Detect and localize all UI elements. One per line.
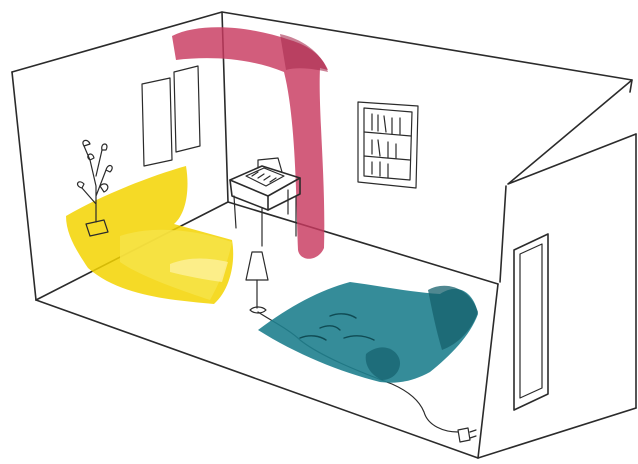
- curtain-rail-drape: [172, 27, 328, 258]
- floor-lamp: [246, 252, 268, 313]
- typewriter: [246, 158, 284, 186]
- power-plug: [458, 428, 476, 442]
- wall-frame-right: [174, 66, 200, 152]
- door: [514, 234, 548, 410]
- wall-frame-left: [142, 78, 172, 166]
- rug: [258, 282, 478, 383]
- bookshelf: [358, 102, 418, 188]
- sofa: [66, 166, 233, 304]
